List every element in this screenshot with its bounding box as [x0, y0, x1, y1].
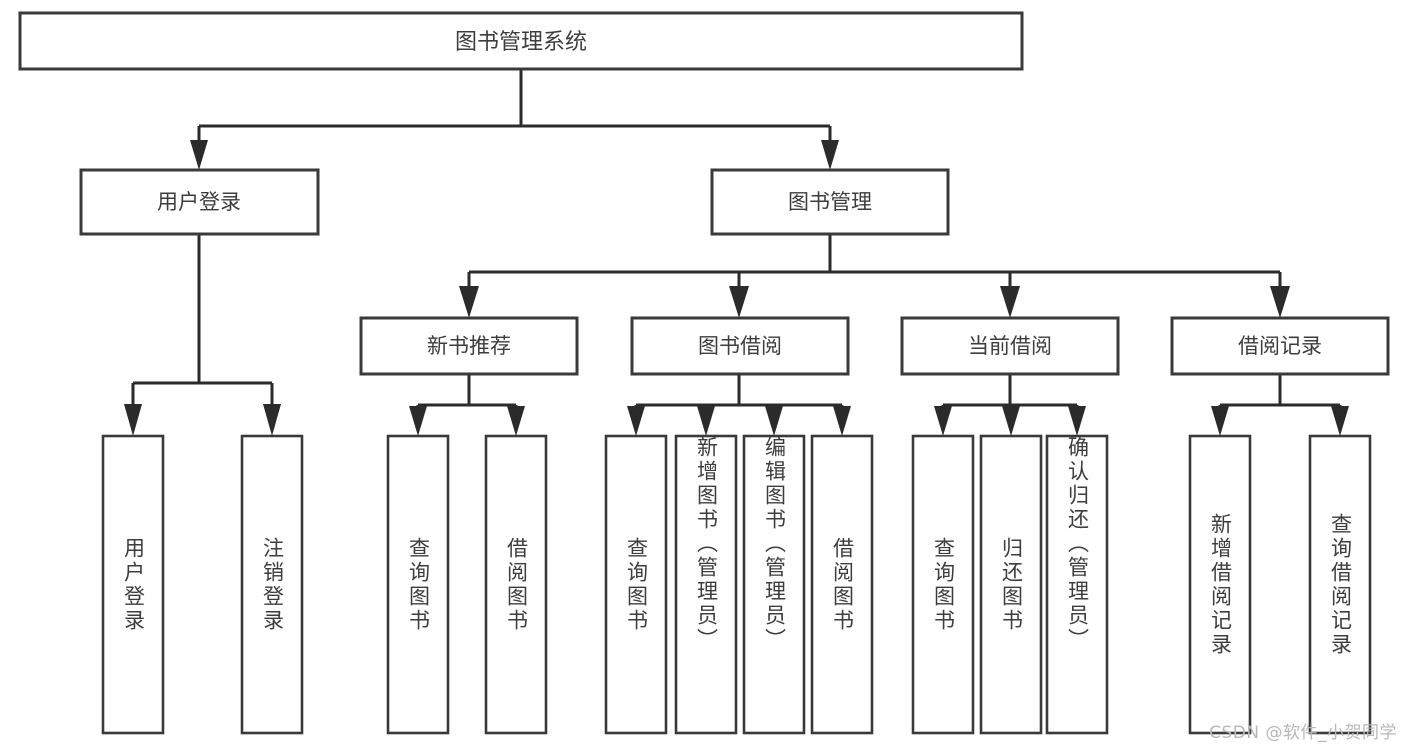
leaf-box-query-book-a[interactable] [386, 434, 450, 735]
arrow-to-current-borrow [1000, 286, 1020, 318]
node-user-login-label: 用户登录 [157, 190, 241, 214]
leaf-box-borrow-book-a[interactable] [484, 434, 548, 735]
leaf-box-edit-book-admin[interactable] [742, 434, 806, 735]
leaf-box-borrow-book-b[interactable] [810, 434, 874, 735]
node-user-login-box[interactable] [79, 168, 320, 236]
leaf-box-add-borrow-record[interactable] [1188, 434, 1252, 735]
watermark: CSDN @软件_小贺同学 [1209, 723, 1397, 743]
connector-root-to-level2 [190, 69, 839, 170]
leaf-box-query-book-c[interactable] [911, 434, 975, 735]
node-new-book-recommend[interactable]: 新书推荐 [359, 316, 579, 376]
node-borrow-record-label: 借阅记录 [1238, 334, 1322, 358]
arrow-to-book-borrow [729, 286, 749, 318]
node-user-login[interactable]: 用户登录 [79, 168, 320, 236]
node-book-borrow-box[interactable] [630, 316, 850, 376]
arrow-to-book-manage [821, 140, 839, 170]
node-root[interactable]: 图书管理系统 [18, 11, 1024, 71]
arrow-to-new-book [459, 286, 479, 318]
arrow-to-borrow-record [1270, 286, 1290, 318]
node-borrow-record[interactable]: 借阅记录 [1170, 316, 1390, 376]
arrow-to-user-login [190, 140, 208, 170]
connector-book-borrow-to-leaves [627, 374, 851, 436]
node-book-borrow-label: 图书借阅 [698, 334, 782, 358]
node-new-book-recommend-box[interactable] [359, 316, 579, 376]
node-current-borrow-box[interactable] [900, 316, 1120, 376]
leaf-boxes [101, 434, 1372, 735]
leaf-box-logout[interactable] [240, 434, 304, 735]
leaf-box-query-book-b[interactable] [604, 434, 668, 735]
connector-new-book-to-leaves [409, 374, 525, 436]
node-borrow-record-box[interactable] [1170, 316, 1390, 376]
node-current-borrow-label: 当前借阅 [968, 334, 1052, 358]
node-book-borrow[interactable]: 图书借阅 [630, 316, 850, 376]
leaf-box-query-borrow-record[interactable] [1308, 434, 1372, 735]
connector-borrow-record-to-leaves [1211, 374, 1349, 436]
node-book-manage-box[interactable] [710, 168, 950, 236]
connector-current-borrow-to-leaves [934, 374, 1086, 436]
node-new-book-recommend-label: 新书推荐 [427, 334, 511, 358]
leaf-box-user-login[interactable] [101, 434, 165, 735]
node-book-manage[interactable]: 图书管理 [710, 168, 950, 236]
connector-user-login-to-leaves [124, 234, 281, 436]
connector-book-manage-to-level3 [459, 234, 1290, 318]
leaf-box-return-book[interactable] [979, 434, 1043, 735]
node-root-label: 图书管理系统 [455, 30, 587, 55]
leaf-box-add-book-admin[interactable] [674, 434, 738, 735]
node-book-manage-label: 图书管理 [788, 190, 872, 214]
leaf-box-confirm-return-admin[interactable] [1045, 434, 1109, 735]
node-current-borrow[interactable]: 当前借阅 [900, 316, 1120, 376]
node-root-box[interactable] [18, 11, 1024, 71]
